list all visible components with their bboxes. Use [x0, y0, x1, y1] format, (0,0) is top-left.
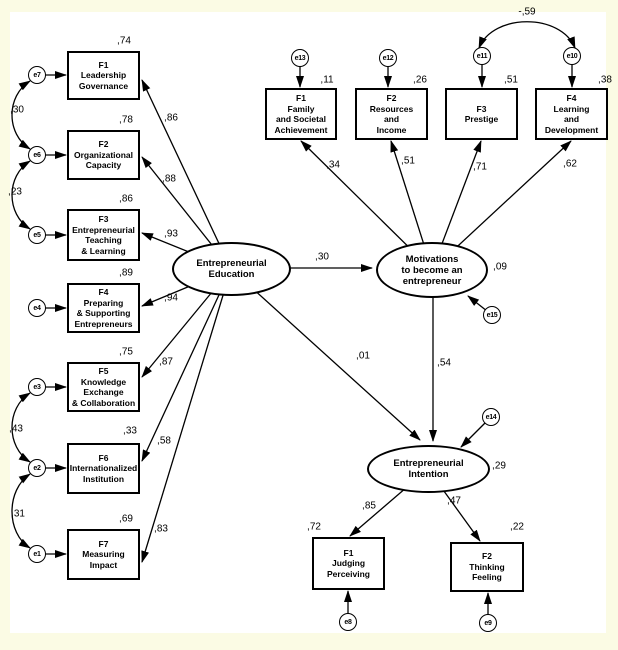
r2-label-f4-left: ,89 — [119, 267, 133, 279]
indicator-supporting-entrepreneurs: F4 Preparing & Supporting Entrepreneurs — [67, 283, 140, 333]
r2-label-f6-left: ,33 — [123, 425, 137, 437]
error-term-e7: e7 — [28, 66, 46, 84]
indicator-family-achievement: F1 Family and Societal Achievement — [265, 88, 337, 140]
error-term-e15: e15 — [483, 306, 501, 324]
covariance-label-e2-e1: ,31 — [11, 508, 25, 520]
r2-label-f2-bottom: ,22 — [510, 521, 524, 533]
covariance-e2-e1 — [11, 473, 31, 549]
path-education-f1 — [141, 79, 232, 270]
indicator-learning-development: F4 Learning and Development — [535, 88, 608, 140]
r2-label-f1-left: ,74 — [117, 35, 131, 47]
loading-label-f1-bottom: ,85 — [362, 500, 376, 512]
indicator-knowledge-exchange: F5 Knowledge Exchange & Collaboration — [67, 362, 140, 412]
error-term-e13: e13 — [291, 49, 309, 67]
loading-label-f3-top: ,71 — [473, 161, 487, 173]
loading-label-f6-left: ,58 — [157, 435, 171, 447]
loading-label-f5-left: ,87 — [159, 356, 173, 368]
path-label-motivation-intention: ,54 — [437, 357, 451, 369]
r2-label-f5-left: ,75 — [119, 346, 133, 358]
error-term-e6: e6 — [28, 146, 46, 164]
indicator-thinking-feeling: F2 Thinking Feeling — [450, 542, 524, 592]
error-term-e2: e2 — [28, 459, 46, 477]
path-label-education-intention: ,01 — [356, 350, 370, 362]
loading-label-f2-left: ,88 — [162, 173, 176, 185]
loading-label-f1-top: ,34 — [326, 159, 340, 171]
path-education-f7 — [141, 268, 232, 563]
error-term-e11: e11 — [473, 47, 491, 65]
error-term-e5: e5 — [28, 226, 46, 244]
covariance-label-e6-e5: ,23 — [8, 186, 22, 198]
latent-motivations: Motivations to become an entrepreneur — [376, 242, 488, 298]
error-term-e9: e9 — [479, 614, 497, 632]
r2-label-motivation: ,09 — [493, 261, 507, 273]
error-term-e1: e1 — [28, 545, 46, 563]
indicator-measuring-impact: F7 Measuring Impact — [67, 529, 140, 580]
error-term-e12: e12 — [379, 49, 397, 67]
r2-label-f4-top: ,38 — [598, 74, 612, 86]
error-term-e14: e14 — [482, 408, 500, 426]
path-education-intention — [230, 268, 421, 441]
covariance-e6-e5 — [11, 160, 31, 230]
indicator-organizational-capacity: F2 Organizational Capacity — [67, 130, 140, 180]
covariance-label-e3-e2: ,43 — [9, 423, 23, 435]
indicator-prestige: F3 Prestige — [445, 88, 518, 140]
covariance-label-e7-e6: ,30 — [10, 104, 24, 116]
covariance-label-e11-e10: -,59 — [518, 6, 536, 18]
indicator-teaching-learning: F3 Entrepreneurial Teaching & Learning — [67, 209, 140, 261]
covariance-e7-e6 — [11, 80, 31, 150]
loading-label-f3-left: ,93 — [164, 228, 178, 240]
latent-entrepreneurial-intention: Entrepreneurial Intention — [367, 445, 490, 493]
r2-label-intention: ,29 — [492, 460, 506, 472]
r2-label-f1-bottom: ,72 — [307, 521, 321, 533]
covariance-e3-e2 — [11, 392, 31, 463]
r2-label-f3-left: ,86 — [119, 193, 133, 205]
loading-label-f4-left: ,94 — [164, 292, 178, 304]
loading-label-f1-left: ,86 — [164, 112, 178, 124]
indicator-internationalized: F6 Internationalized Institution — [67, 443, 140, 494]
loading-label-f4-top: ,62 — [563, 158, 577, 170]
loading-label-f2-top: ,51 — [401, 155, 415, 167]
indicator-leadership-governance: F1 Leadership Governance — [67, 51, 140, 100]
error-term-e10: e10 — [563, 47, 581, 65]
r2-label-f2-top: ,26 — [413, 74, 427, 86]
loading-label-f7-left: ,83 — [154, 523, 168, 535]
loading-label-f2-bottom: ,47 — [447, 495, 461, 507]
covariance-e11-e10 — [478, 21, 576, 49]
indicator-resources-income: F2 Resources and Income — [355, 88, 428, 140]
indicator-judging-perceiving: F1 Judging Perceiving — [312, 537, 385, 590]
r2-label-f2-left: ,78 — [119, 114, 133, 126]
r2-label-f3-top: ,51 — [504, 74, 518, 86]
path-education-f6 — [141, 268, 232, 462]
path-label-education-motivation: ,30 — [315, 251, 329, 263]
error-term-e3: e3 — [28, 378, 46, 396]
error-term-e4: e4 — [28, 299, 46, 317]
latent-entrepreneurial-education: Entrepreneurial Education — [172, 242, 291, 296]
r2-label-f1-top: ,11 — [320, 74, 334, 86]
error-term-e8: e8 — [339, 613, 357, 631]
r2-label-f7-left: ,69 — [119, 513, 133, 525]
